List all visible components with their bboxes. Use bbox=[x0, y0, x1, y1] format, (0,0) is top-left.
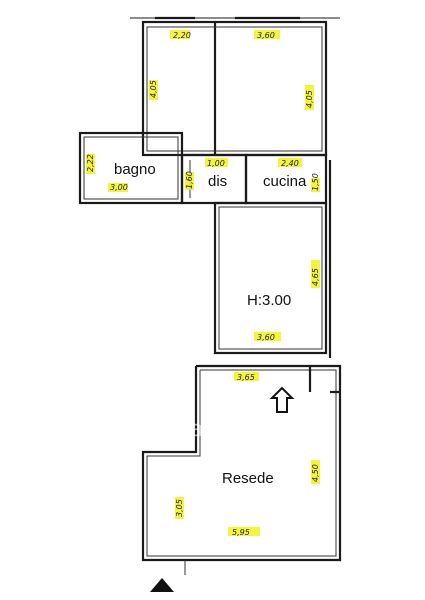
living-walls bbox=[213, 160, 332, 358]
dim-living-height: 4,65 bbox=[311, 268, 320, 286]
dim-top-right-width: 3,60 bbox=[257, 31, 275, 40]
dim-cucina-height: 1,50 bbox=[311, 173, 320, 191]
entrance-arrow-upper bbox=[269, 386, 295, 413]
dim-resede-left-height: 3,05 bbox=[175, 499, 184, 517]
dim-top-left-height: 4,05 bbox=[149, 80, 158, 98]
dim-top-left-width: 2,20 bbox=[173, 31, 191, 40]
room-label-resede: Resede bbox=[222, 470, 274, 487]
entrance-arrow-lower bbox=[150, 578, 174, 592]
dim-living-width: 3,60 bbox=[257, 333, 275, 342]
dim-bagno-height: 2,22 bbox=[86, 154, 95, 172]
dim-top-right-height: 4,05 bbox=[305, 90, 314, 108]
dim-resede-right-height: 4,50 bbox=[311, 464, 320, 482]
dim-dis-width: 1,00 bbox=[207, 159, 225, 168]
watermark-text: casa.it bbox=[178, 417, 251, 442]
watermark: casa.it bbox=[149, 415, 251, 442]
room-label-height: H:3.00 bbox=[247, 292, 291, 309]
dim-bagno-width: 3,00 bbox=[110, 183, 128, 192]
room-label-dis: dis bbox=[208, 173, 227, 190]
dim-dis-height: 1,60 bbox=[185, 171, 194, 189]
dim-resede-top-width: 3,65 bbox=[237, 373, 255, 382]
dim-cucina-width: 2,40 bbox=[281, 159, 299, 168]
room-label-bagno: bagno bbox=[114, 161, 156, 178]
dim-resede-bottom-width: 5,95 bbox=[232, 528, 250, 537]
resede-walls bbox=[141, 364, 342, 575]
room-label-cucina: cucina bbox=[263, 173, 307, 190]
